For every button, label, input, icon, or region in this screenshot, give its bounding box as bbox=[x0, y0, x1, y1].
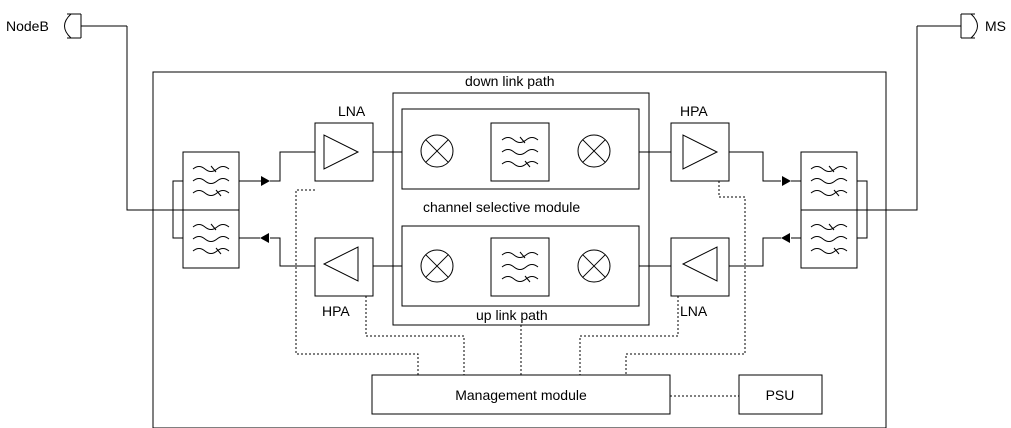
left-duplexer bbox=[172, 151, 240, 269]
hpa-bottom-label: HPA bbox=[322, 303, 350, 319]
lna-downlink bbox=[314, 122, 374, 182]
amplifier-icon bbox=[323, 134, 360, 170]
mixer-icon bbox=[420, 249, 454, 283]
mixer-icon bbox=[577, 249, 611, 283]
channel-selective-module-label: channel selective module bbox=[423, 199, 580, 215]
amplifier-icon bbox=[682, 134, 719, 170]
nodeb-feed-line bbox=[126, 26, 183, 211]
mixer-icon bbox=[577, 134, 611, 168]
downlink-path-box bbox=[401, 108, 640, 190]
ms-label: MS bbox=[985, 18, 1006, 34]
hpa-top-label: HPA bbox=[680, 103, 708, 119]
nodeb-antenna bbox=[64, 13, 127, 39]
signal-lines bbox=[239, 151, 801, 267]
amplifier-icon bbox=[681, 246, 718, 282]
psu-label: PSU bbox=[766, 387, 795, 403]
ms-antenna bbox=[917, 13, 978, 39]
psu-box bbox=[738, 374, 823, 415]
right-duplexer bbox=[800, 151, 868, 269]
management-module bbox=[371, 374, 671, 415]
down-link-path-label: down link path bbox=[465, 73, 555, 89]
up-link-path-label: up link path bbox=[476, 307, 548, 323]
lna-uplink bbox=[670, 237, 730, 297]
mixer-icon bbox=[420, 134, 454, 168]
hpa-uplink bbox=[314, 237, 374, 297]
nodeb-label: NodeB bbox=[6, 18, 49, 34]
ms-feed-line bbox=[857, 26, 918, 211]
lna-top-label: LNA bbox=[338, 103, 366, 119]
amplifier-icon bbox=[322, 246, 359, 282]
lna-bottom-label: LNA bbox=[680, 303, 708, 319]
management-module-label: Management module bbox=[455, 387, 587, 403]
control-lines bbox=[295, 181, 746, 397]
hpa-downlink bbox=[670, 122, 730, 182]
uplink-path-box bbox=[401, 225, 640, 307]
